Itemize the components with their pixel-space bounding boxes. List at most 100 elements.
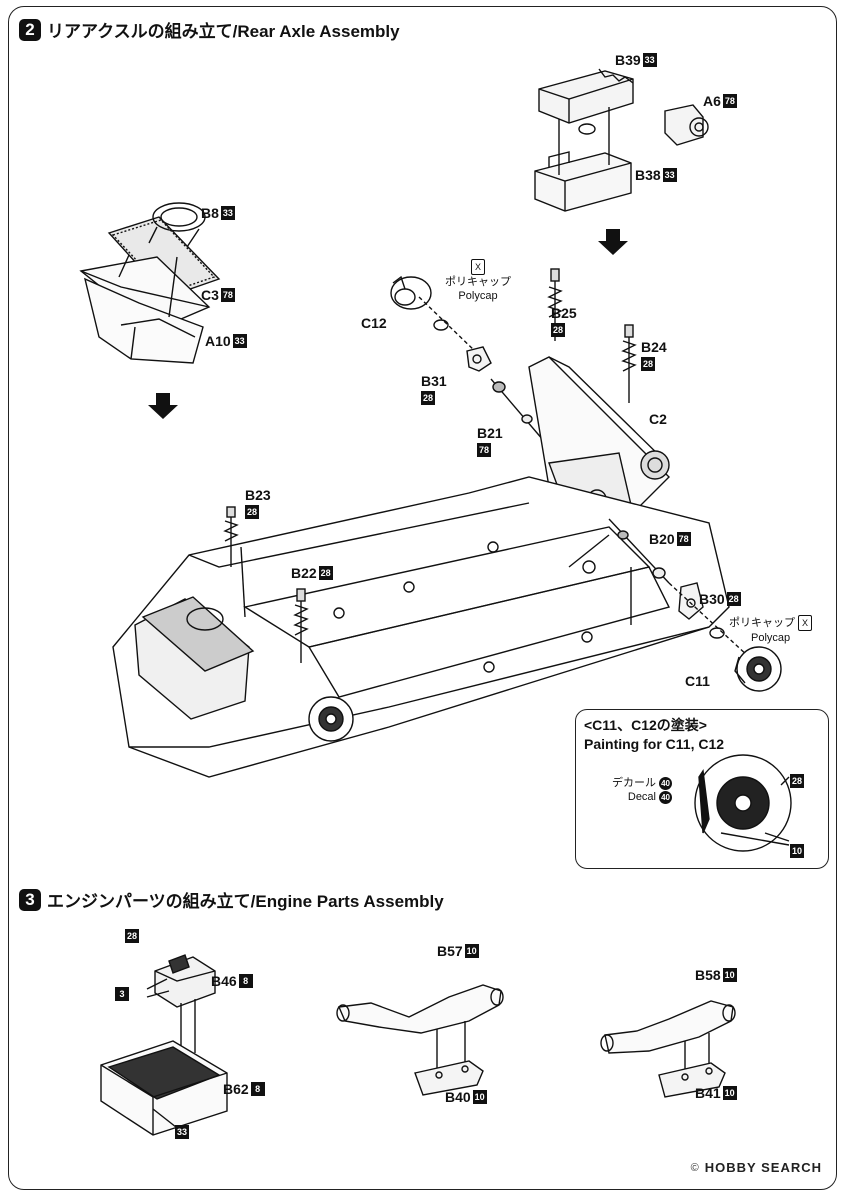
- b22-part-drawing: [293, 588, 309, 663]
- polycap-drawing-bottom: [709, 627, 725, 639]
- b20-part-drawing: [608, 518, 670, 584]
- b24-part-drawing: [621, 324, 637, 403]
- b62-code: 8: [250, 1082, 265, 1096]
- painting-code-bottom: 10: [790, 844, 804, 858]
- polycap-en-bottom: Polycap: [751, 632, 791, 644]
- label-b21: B21 78: [477, 425, 503, 457]
- label-c12: C12: [361, 315, 387, 331]
- b38-code: 33: [662, 168, 677, 182]
- painting-panel: <C11、C12の塗装> Painting for C11, C12 デカール …: [575, 709, 829, 869]
- decal-code-2: 40: [659, 791, 673, 804]
- c3-code: 78: [220, 288, 235, 302]
- b58-name: B58: [695, 967, 721, 983]
- b22-code: 28: [318, 566, 333, 580]
- b23-part-drawing: [223, 506, 239, 567]
- label-b38: B38 33: [635, 167, 677, 183]
- b24-code: 28: [641, 357, 655, 371]
- decal-jp: デカール: [612, 777, 656, 789]
- b39-name: B39: [615, 52, 641, 68]
- b41-code: 10: [722, 1086, 737, 1100]
- painting-code-top: 28: [790, 774, 804, 788]
- a10-code: 33: [232, 334, 247, 348]
- polycap-drawing-top: [433, 319, 449, 331]
- label-b24: B24 28: [641, 339, 667, 371]
- b39-code: 33: [642, 53, 657, 67]
- a6-code: 78: [722, 94, 737, 108]
- instruction-page: 2 リアアクスルの組み立て/Rear Axle Assembly: [8, 6, 837, 1190]
- label-b23: B23 28: [245, 487, 271, 519]
- b25-name: B25: [551, 305, 577, 321]
- label-c2: C2: [649, 411, 667, 427]
- label-b40: B40 10: [445, 1089, 487, 1105]
- label-c3: C3 78: [201, 287, 235, 303]
- label-b31: B31 28: [421, 373, 447, 405]
- label-b58: B58 10: [695, 967, 737, 983]
- label-b57: B57 10: [437, 943, 479, 959]
- b21-part-drawing: [490, 378, 550, 448]
- b31-name: B31: [421, 373, 447, 389]
- label-b39: B39 33: [615, 52, 657, 68]
- b21-name: B21: [477, 425, 503, 441]
- b40-name: B40: [445, 1089, 471, 1105]
- b58-part-drawing: [600, 1000, 736, 1054]
- b38-part-drawing: [534, 151, 632, 212]
- c11-name: C11: [685, 673, 710, 689]
- a10-part-drawing: [83, 277, 204, 364]
- label-b25: B25 28: [551, 305, 577, 337]
- b30-part-drawing: [678, 582, 704, 620]
- step-3-number: 3: [19, 888, 41, 911]
- b31-code: 28: [421, 391, 435, 405]
- rear-left-disc-drawing: [308, 696, 354, 742]
- polycap-jp-bottom: ポリキャップ: [729, 617, 795, 629]
- b31-part-drawing: [466, 346, 492, 372]
- b8-name: B8: [201, 205, 219, 221]
- label-c11: C11: [685, 673, 710, 689]
- c12-name: C12: [361, 315, 387, 331]
- b30-code: 28: [726, 592, 741, 606]
- polycap-en: Polycap: [458, 290, 498, 302]
- b24-name: B24: [641, 339, 667, 355]
- b39-part-drawing: [538, 68, 634, 135]
- painting-title-jp: <C11、C12の塗装>: [584, 717, 707, 733]
- label-b8: B8 33: [201, 205, 235, 221]
- c11-part-drawing: [734, 646, 782, 692]
- label-b41: B41 10: [695, 1085, 737, 1101]
- b23-name: B23: [245, 487, 271, 503]
- c2-name: C2: [649, 411, 667, 427]
- b23-code: 28: [245, 505, 259, 519]
- b40-part-drawing: [414, 1060, 484, 1096]
- footer-brand: HOBBY SEARCH: [704, 1160, 822, 1175]
- label-b46: B46 8: [211, 973, 253, 989]
- polycap-icon: X: [471, 259, 485, 275]
- b41-name: B41: [695, 1085, 721, 1101]
- b46-code: 8: [238, 974, 253, 988]
- footer-watermark: © HOBBY SEARCH: [691, 1160, 822, 1175]
- footer-mark: ©: [690, 1161, 699, 1174]
- b57-name: B57: [437, 943, 463, 959]
- b21-code: 78: [477, 443, 491, 457]
- label-a10: A10 33: [205, 333, 247, 349]
- b25-code: 28: [551, 323, 565, 337]
- b8-code: 33: [220, 206, 235, 220]
- decal-en: Decal: [627, 791, 656, 803]
- polycap-note-top: X ポリキャップ Polycap: [445, 259, 511, 303]
- b20-name: B20: [649, 531, 675, 547]
- engine-code-top: 28: [125, 929, 139, 943]
- assembled-duct-drawing: [134, 596, 255, 720]
- a10-name: A10: [205, 333, 231, 349]
- painting-title-en: Painting for C11, C12: [584, 736, 725, 752]
- b30-name: B30: [699, 591, 725, 607]
- c3-name: C3: [201, 287, 219, 303]
- step-2-header: 2 リアアクスルの組み立て/Rear Axle Assembly: [19, 17, 400, 42]
- label-b22: B22 28: [291, 565, 333, 581]
- label-a6: A6 78: [703, 93, 737, 109]
- label-b30: B30 28: [699, 591, 741, 607]
- a6-part-drawing: [664, 104, 709, 146]
- b57-part-drawing: [336, 984, 504, 1034]
- step-2-title: リアアクスルの組み立て/Rear Axle Assembly: [47, 22, 400, 41]
- painting-disc-drawing: [694, 754, 792, 852]
- polycap-note-bottom: ポリキャップ X Polycap: [729, 615, 813, 645]
- engine-code-side: 3: [115, 987, 129, 1001]
- label-b62: B62 8: [223, 1081, 265, 1097]
- assembly-line-art: [79, 68, 792, 1136]
